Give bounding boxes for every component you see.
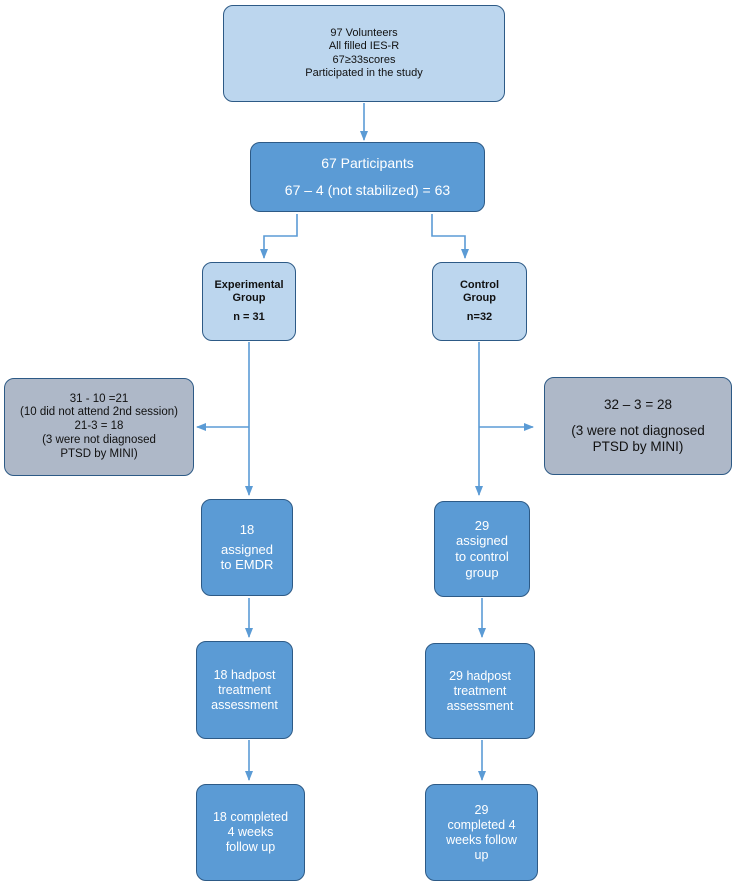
- experimental-line: Experimental: [214, 278, 284, 291]
- followup-emdr-line: 4 weeks: [227, 825, 274, 839]
- control-group-box: Control Group n=32: [432, 262, 527, 341]
- participants-box: 67 Participants 67 – 4 (not stabilized) …: [250, 142, 485, 212]
- exclusion-left-line: (3 were not diagnosed: [42, 433, 156, 446]
- followup-control-line: 29: [474, 802, 489, 817]
- exclusion-left-line: (10 did not attend 2nd session): [20, 406, 178, 419]
- post-emdr-line: 18 hadpost: [213, 667, 276, 682]
- exclusion-left-line: PTSD by MINI): [60, 447, 138, 460]
- arrow-participants-to-experimental: [260, 214, 298, 259]
- post-control-line: treatment: [453, 683, 507, 698]
- followup-control-line: weeks follow: [446, 832, 517, 847]
- exclusion-right-line: (3 were not diagnosed: [571, 422, 705, 438]
- control-line: n=32: [466, 311, 493, 324]
- assigned-emdr-line: to EMDR: [220, 557, 274, 573]
- volunteers-line: 97 Volunteers: [330, 27, 398, 40]
- post-emdr-line: assessment: [211, 697, 278, 712]
- exclusion-left-box: 31 - 10 =21 (10 did not attend 2nd sessi…: [4, 378, 194, 476]
- volunteers-line: All filled IES-R: [328, 40, 400, 53]
- followup-control-box: 29 completed 4 weeks follow up: [425, 784, 538, 881]
- post-treatment-emdr-box: 18 hadpost treatment assessment: [196, 641, 293, 739]
- assigned-emdr-box: 18 assigned to EMDR: [201, 499, 293, 596]
- experimental-group-box: Experimental Group n = 31: [202, 262, 296, 341]
- participants-line: 67 Participants: [321, 155, 414, 172]
- assigned-control-line: to control: [455, 549, 509, 564]
- post-control-line: 29 hadpost: [449, 668, 511, 683]
- assigned-control-line: 29: [474, 517, 490, 533]
- arrow-participants-to-control: [431, 214, 469, 259]
- post-treatment-control-box: 29 hadpost treatment assessment: [425, 643, 535, 739]
- followup-emdr-box: 18 completed 4 weeks follow up: [196, 784, 305, 881]
- followup-control-line: completed 4: [447, 817, 516, 832]
- post-control-line: assessment: [446, 698, 514, 713]
- exclusion-right-box: 32 – 3 = 28 (3 were not diagnosed PTSD b…: [544, 377, 732, 475]
- followup-emdr-line: 18 completed: [212, 810, 289, 824]
- assigned-emdr-line: 18: [239, 522, 255, 538]
- assigned-emdr-line: assigned: [220, 541, 274, 557]
- exclusion-left-line: 31 - 10 =21: [69, 392, 129, 405]
- assigned-control-box: 29 assigned to control group: [434, 501, 530, 597]
- followup-control-line: up: [474, 847, 489, 862]
- volunteers-box: 97 Volunteers All filled IES-R 67≥33scor…: [223, 5, 505, 102]
- volunteers-line: Participated in the study: [305, 66, 423, 79]
- post-emdr-line: treatment: [218, 682, 271, 697]
- control-line: Control: [459, 278, 500, 291]
- followup-emdr-line: follow up: [225, 840, 276, 854]
- assigned-control-line: group: [465, 564, 499, 580]
- assigned-control-line: assigned: [455, 533, 509, 549]
- control-line: Group: [463, 291, 496, 304]
- exclusion-left-line: 21-3 = 18: [74, 420, 124, 433]
- experimental-line: n = 31: [233, 311, 265, 324]
- volunteers-line: 67≥33scores: [332, 53, 396, 66]
- experimental-line: Group: [232, 291, 266, 304]
- participants-line: 67 – 4 (not stabilized) = 63: [284, 182, 451, 198]
- exclusion-right-line: 32 – 3 = 28: [604, 396, 672, 412]
- exclusion-right-line: PTSD by MINI): [592, 439, 684, 455]
